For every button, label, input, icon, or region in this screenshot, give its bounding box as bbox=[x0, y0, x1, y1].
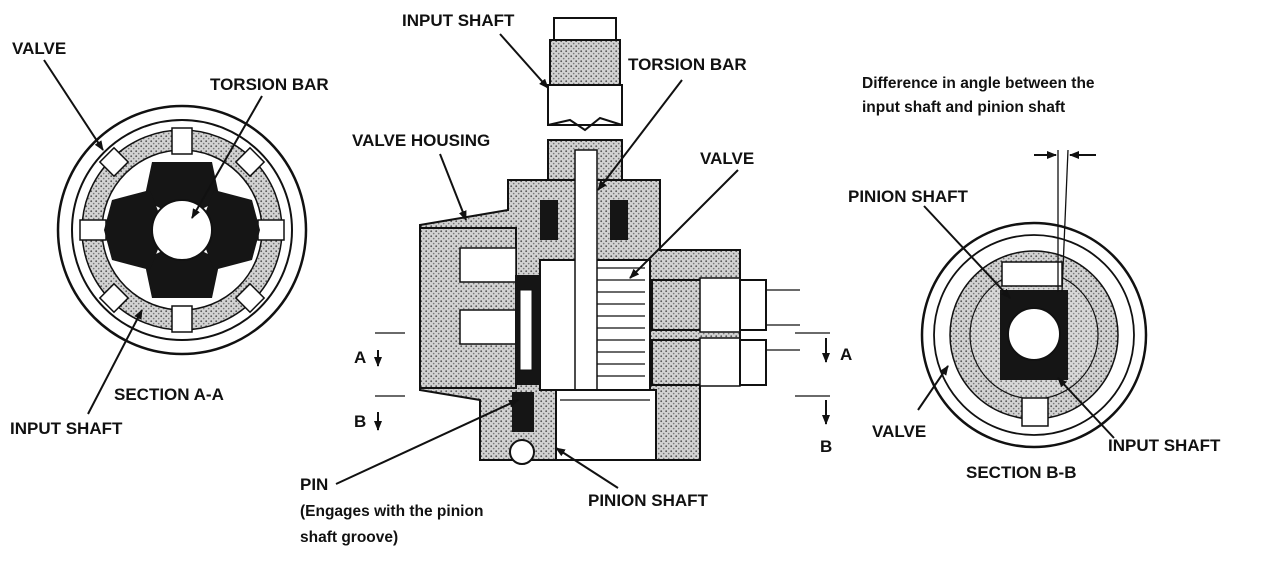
label-difference-line2: input shaft and pinion shaft bbox=[862, 99, 1065, 116]
label-input-shaft-left: INPUT SHAFT bbox=[10, 419, 123, 438]
label-pinion-shaft-right: PINION SHAFT bbox=[848, 187, 969, 206]
label-section-aa: SECTION A-A bbox=[114, 385, 224, 404]
label-b-left: B bbox=[354, 412, 366, 431]
label-pin-note-line2: shaft groove) bbox=[300, 529, 398, 546]
section-bb-drawing bbox=[920, 149, 1148, 449]
center-leaders bbox=[335, 33, 739, 489]
label-a-left: A bbox=[354, 348, 366, 367]
label-torsion-bar-left: TORSION BAR bbox=[210, 75, 329, 94]
label-valve-center: VALVE bbox=[700, 149, 754, 168]
label-b-right: B bbox=[820, 437, 832, 456]
label-section-bb: SECTION B-B bbox=[966, 463, 1077, 482]
label-pin: PIN bbox=[300, 475, 328, 494]
valve-body-drawing bbox=[374, 17, 830, 465]
label-torsion-bar-center: TORSION BAR bbox=[628, 55, 747, 74]
section-aa-drawing bbox=[56, 104, 308, 356]
label-valve-housing: VALVE HOUSING bbox=[352, 131, 490, 150]
label-valve-left: VALVE bbox=[12, 39, 66, 58]
section-bb-leaders bbox=[917, 205, 1115, 439]
label-a-right: A bbox=[840, 345, 852, 364]
label-input-shaft-top: INPUT SHAFT bbox=[402, 11, 515, 30]
label-valve-right: VALVE bbox=[872, 422, 926, 441]
label-pinion-shaft-center: PINION SHAFT bbox=[588, 491, 709, 510]
label-difference-line1: Difference in angle between the bbox=[862, 75, 1095, 92]
section-aa-leaders bbox=[43, 59, 263, 415]
label-pin-note-line1: (Engages with the pinion bbox=[300, 503, 483, 520]
label-input-shaft-right: INPUT SHAFT bbox=[1108, 436, 1221, 455]
